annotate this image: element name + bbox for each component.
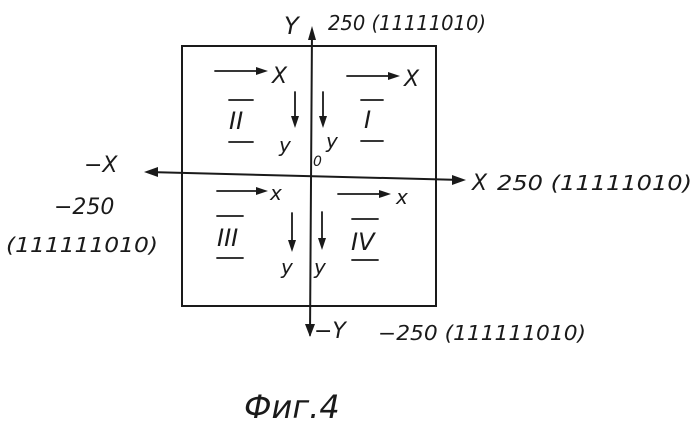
x-right-value: 250 (11111010) bbox=[497, 171, 692, 195]
quadrant-4: x y IV bbox=[313, 185, 408, 279]
origin-label: 0 bbox=[313, 154, 322, 170]
quadrant-2-y-label: y bbox=[278, 133, 292, 157]
quadrant-4-numeral: IV bbox=[351, 228, 376, 256]
x-right-label: X bbox=[471, 171, 488, 196]
x-axis bbox=[148, 172, 462, 180]
x-axis-left-arrow-icon bbox=[144, 167, 158, 177]
x-direction-arrow-icon bbox=[388, 72, 400, 80]
x-direction-arrow-icon bbox=[379, 190, 391, 198]
quadrant-1-x-label: X bbox=[403, 67, 420, 92]
quadrant-1: X y I bbox=[319, 67, 420, 153]
y-direction-arrow-icon bbox=[319, 116, 327, 128]
quadrant-2-x-label: X bbox=[271, 64, 288, 89]
quadrant-3-y-label: y bbox=[280, 255, 294, 279]
quadrant-3-numeral: III bbox=[217, 224, 238, 252]
y-top-label: Y bbox=[284, 12, 301, 40]
y-bottom-label: −Y bbox=[314, 319, 347, 344]
quadrant-3-x-label: x bbox=[269, 181, 282, 205]
quadrant-1-numeral: I bbox=[364, 106, 371, 134]
y-bottom-value: −250 (111111010) bbox=[378, 321, 586, 345]
x-axis-arrow-icon bbox=[452, 175, 466, 185]
x-left-label: −X bbox=[84, 153, 118, 178]
y-axis-arrow-icon bbox=[308, 26, 316, 40]
y-axis bbox=[310, 30, 312, 335]
quadrant-4-y-label: y bbox=[313, 255, 327, 279]
quadrant-1-y-label: y bbox=[325, 129, 339, 153]
quadrant-4-x-label: x bbox=[395, 185, 408, 209]
y-direction-arrow-icon bbox=[288, 240, 296, 252]
y-direction-arrow-icon bbox=[318, 238, 326, 250]
x-direction-arrow-icon bbox=[256, 67, 268, 75]
quadrant-3: x y III bbox=[217, 181, 296, 279]
quadrant-2: X y II bbox=[215, 64, 299, 157]
y-top-value: 250 (11111010) bbox=[328, 11, 486, 35]
y-direction-arrow-icon bbox=[291, 116, 299, 128]
figure-caption: Фиг.4 bbox=[244, 388, 340, 426]
x-direction-arrow-icon bbox=[256, 187, 268, 195]
quadrant-2-numeral: II bbox=[229, 107, 243, 135]
x-left-code: (111111010) bbox=[6, 233, 158, 257]
x-left-value: −250 bbox=[54, 195, 114, 220]
